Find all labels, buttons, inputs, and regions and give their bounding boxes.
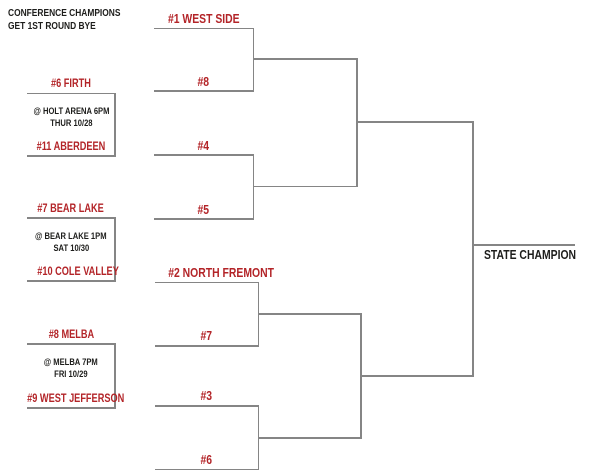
team-label-melba: #8 MELBA: [48, 329, 94, 341]
team-label-west-jefferson: #9 WEST JEFFERSON: [27, 393, 125, 405]
r1-gameB-bottom-line: [27, 280, 116, 282]
r1-gameA-vertical-line: [114, 92, 116, 157]
gameC-venue-line: @ MELBA 7PM: [44, 357, 98, 368]
note-line1: CONFERENCE CHAMPIONS: [8, 7, 121, 19]
team-label-north-fremont: #2 NORTH FREMONT: [168, 265, 274, 280]
qf4-winner-line: [257, 437, 361, 439]
gameA-venue-line: @ HOLT ARENA 6PM: [33, 106, 109, 117]
team-label-aberdeen: #11 ABERDEEN: [36, 141, 106, 153]
seed-label-4: #4: [197, 138, 210, 153]
final-vertical-line: [472, 121, 474, 377]
gameA-venue: @ HOLT ARENA 6PM THUR 10/28: [15, 106, 127, 129]
qf1-top-line: [154, 27, 253, 29]
gameB-venue-line: @ BEAR LAKE 1PM: [35, 231, 107, 242]
state-champion-label: STATE CHAMPION: [484, 247, 577, 262]
r1-gameC-vertical-line: [114, 343, 116, 409]
gameC-venue: @ MELBA 7PM FRI 10/29: [15, 357, 127, 380]
sf2-winner-line: [360, 375, 473, 377]
seed-label-6: #6: [200, 452, 213, 467]
qf3-top-line: [155, 281, 258, 283]
gameB-date-line: SAT 10/30: [53, 242, 89, 254]
qf2-top-line: [154, 154, 253, 156]
team-label-bear-lake: #7 BEAR LAKE: [37, 203, 105, 215]
r1-gameB-top-line: [27, 217, 115, 219]
qf4-bottom-line: [155, 468, 259, 470]
team-label-west-side: #1 WEST SIDE: [167, 11, 240, 26]
qf1-winner-line: [252, 58, 357, 60]
qf3-winner-line: [257, 313, 361, 315]
seed-label-7: #7: [200, 328, 213, 343]
note-line2: GET 1ST ROUND BYE: [8, 19, 96, 32]
seed-label-5: #5: [197, 202, 210, 217]
conference-champions-note: CONFERENCE CHAMPIONS GET 1ST ROUND BYE: [8, 7, 149, 32]
qf2-winner-line: [252, 185, 357, 187]
qf4-top-line: [155, 405, 258, 407]
sf1-vertical-line: [356, 58, 358, 187]
gameA-date-line: THUR 10/28: [49, 117, 93, 129]
seed-label-3: #3: [200, 388, 213, 403]
qf3-bottom-line: [155, 345, 259, 347]
qf1-bottom-line: [154, 90, 254, 92]
r1-gameC-bottom-line: [27, 407, 116, 409]
gameB-venue: @ BEAR LAKE 1PM SAT 10/30: [15, 231, 127, 254]
gameC-date-line: FRI 10/29: [54, 368, 88, 380]
team-label-cole-valley: #10 COLE VALLEY: [37, 266, 119, 278]
r1-gameC-top-line: [27, 343, 115, 345]
qf2-bottom-line: [154, 218, 254, 220]
qf1-vertical-line: [252, 27, 254, 92]
r1-gameB-vertical-line: [114, 217, 116, 282]
team-label-firth: #6 FIRTH: [51, 78, 91, 90]
seed-label-8: #8: [197, 74, 210, 89]
sf1-winner-line: [356, 121, 473, 123]
r1-gameA-bottom-line: [27, 155, 116, 157]
state-champion-line: [472, 244, 575, 246]
r1-gameA-top-line: [27, 92, 115, 94]
